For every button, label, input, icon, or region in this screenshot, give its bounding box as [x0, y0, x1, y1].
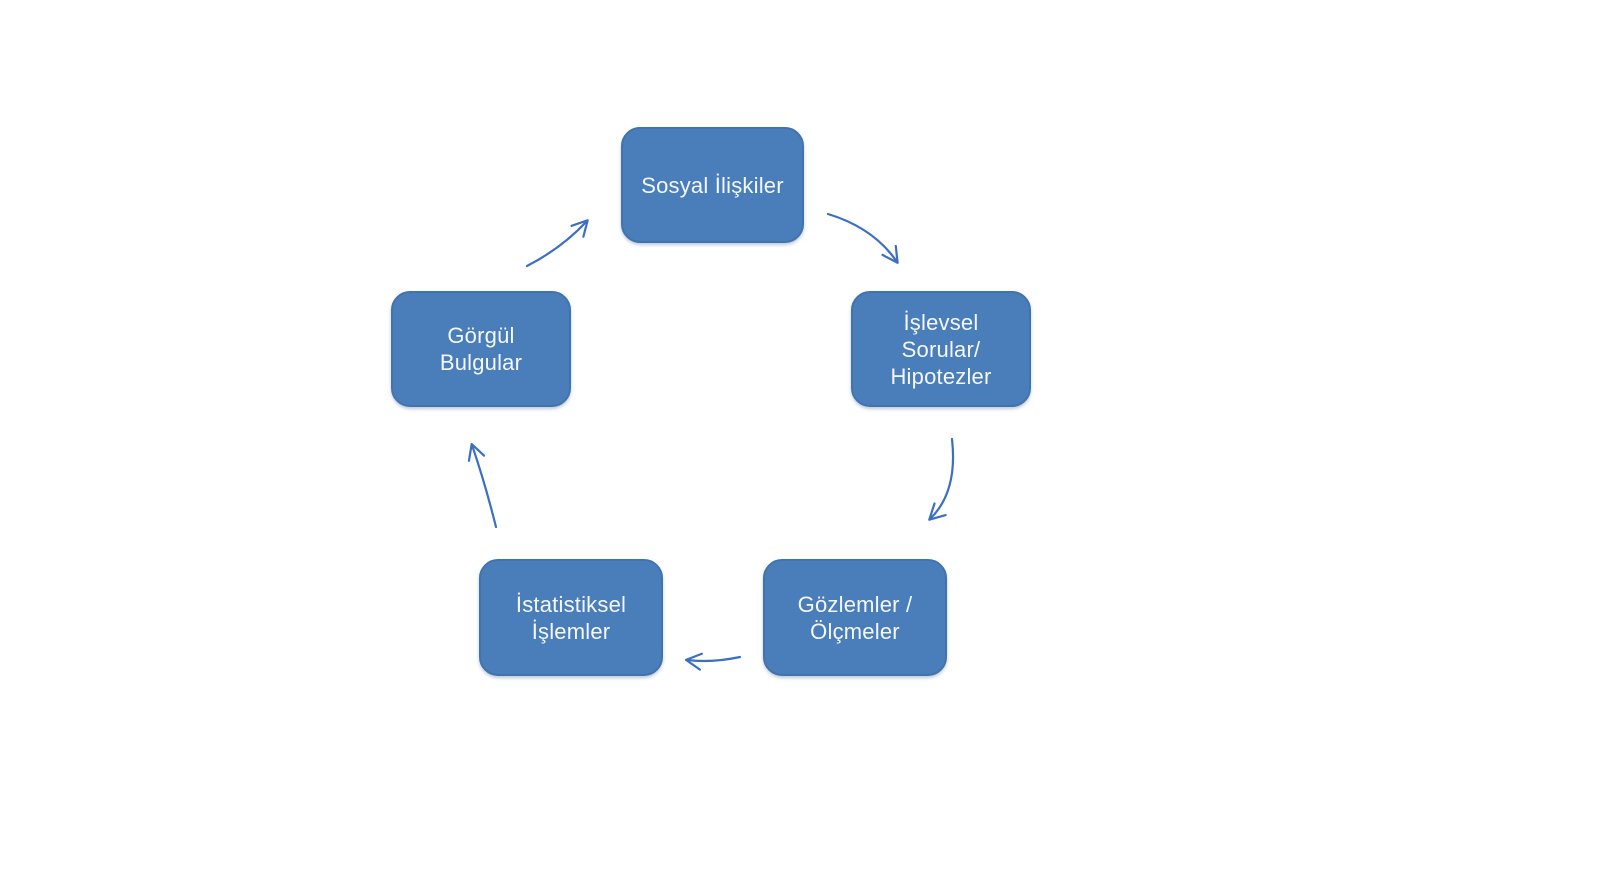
node-islevsel-sorular-hipotezler: İşlevsel Sorular/ Hipotezler — [851, 291, 1031, 407]
node-sosyal-iliskiler: Sosyal İlişkiler — [621, 127, 804, 243]
arrow-istatistiksel-to-gorgul — [467, 442, 498, 529]
arrow-islevsel-to-gozlemler — [928, 437, 955, 521]
node-istatistiksel-islemler: İstatistiksel İşlemler — [479, 559, 663, 676]
node-gorgul-bulgular: Görgül Bulgular — [391, 291, 571, 407]
node-gorgul-bulgular-label: Görgül Bulgular — [439, 323, 523, 375]
node-istatistiksel-islemler-label: İstatistiksel İşlemler — [515, 591, 627, 644]
arrow-sosyal-to-islevsel — [826, 212, 899, 264]
arrow-gorgul-to-sosyal — [525, 219, 589, 268]
arrow-gozlemler-to-istatistiksel — [684, 652, 742, 671]
node-gozlemler-olcmeler: Gözlemler / Ölçmeler — [763, 559, 947, 676]
node-gozlemler-olcmeler-label: Gözlemler / Ölçmeler — [797, 591, 913, 644]
node-islevsel-sorular-hipotezler-label: İşlevsel Sorular/ Hipotezler — [890, 309, 992, 389]
node-sosyal-iliskiler-label: Sosyal İlişkiler — [641, 172, 784, 198]
